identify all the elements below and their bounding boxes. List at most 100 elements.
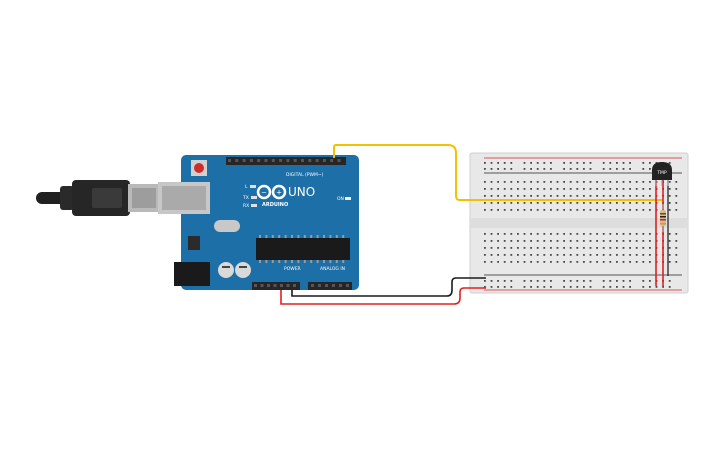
breadboard-hole	[517, 188, 519, 190]
breadboard-hole	[609, 209, 612, 211]
breadboard-hole	[503, 254, 506, 256]
breadboard-hole	[536, 188, 539, 190]
breadboard-hole	[556, 181, 559, 183]
breadboard-hole	[543, 261, 546, 263]
breadboard-hole	[576, 233, 579, 235]
chip-leg	[303, 260, 306, 263]
breadboard-hole	[523, 188, 526, 190]
breadboard-hole	[616, 188, 618, 190]
header-pin	[271, 159, 275, 162]
breadboard-hole	[536, 168, 539, 170]
breadboard-hole	[523, 202, 526, 204]
breadboard-hole	[576, 195, 579, 197]
breadboard-hole	[550, 280, 552, 282]
breadboard-hole	[609, 195, 612, 197]
breadboard-hole	[563, 240, 565, 242]
breadboard-hole	[543, 233, 546, 235]
temperature-sensor[interactable]: TMP	[652, 162, 672, 186]
arduino-board[interactable]: − + UNO ARDUINO DIGITAL (PWM~) L TX RX O…	[158, 155, 359, 290]
breadboard-hole	[642, 233, 645, 235]
breadboard-hole	[649, 168, 651, 170]
breadboard-hole	[675, 202, 678, 204]
breadboard-hole	[602, 168, 605, 170]
breadboard-hole	[530, 162, 532, 164]
breadboard-hole	[609, 162, 612, 164]
breadboard-hole	[497, 240, 499, 242]
breadboard-hole	[523, 195, 526, 197]
breadboard-hole	[675, 209, 678, 211]
breadboard-hole	[556, 261, 559, 263]
breadboard-hole	[616, 261, 618, 263]
breadboard-hole	[484, 195, 486, 197]
breadboard-hole	[569, 286, 572, 288]
breadboard-hole	[550, 254, 552, 256]
chip-leg	[291, 235, 293, 238]
breadboard-hole	[484, 181, 486, 183]
breadboard-hole	[649, 233, 651, 235]
chip-leg	[297, 235, 300, 238]
breadboard-hole	[517, 181, 519, 183]
breadboard-hole	[602, 233, 605, 235]
breadboard-hole	[622, 240, 625, 242]
breadboard-hole	[629, 280, 631, 282]
breadboard-hole	[490, 254, 493, 256]
chip-leg	[271, 235, 274, 238]
breadboard-hole	[616, 195, 618, 197]
breadboard-hole	[510, 261, 513, 263]
breadboard-hole	[609, 247, 612, 249]
breadboard-hole	[530, 209, 532, 211]
breadboard-hole	[609, 261, 612, 263]
breadboard-hole	[616, 168, 618, 170]
breadboard-hole	[596, 195, 598, 197]
breadboard-hole	[649, 286, 651, 288]
signal-wire[interactable]	[333, 144, 663, 201]
breadboard-hole	[510, 280, 513, 282]
breadboard-hole	[543, 209, 546, 211]
led-tx	[251, 196, 257, 199]
breadboard-hole	[622, 254, 625, 256]
breadboard-hole	[497, 247, 499, 249]
breadboard-hole	[536, 247, 539, 249]
breadboard-hole	[622, 202, 625, 204]
ground-wire[interactable]	[291, 277, 486, 297]
usb-cable[interactable]	[36, 180, 160, 216]
breadboard-hole	[484, 261, 486, 263]
breadboard-hole	[642, 209, 645, 211]
breadboard-hole	[668, 254, 671, 256]
breadboard-hole	[649, 280, 651, 282]
breadboard-hole	[543, 202, 546, 204]
breadboard-hole	[563, 202, 565, 204]
atmega-chip	[256, 238, 350, 260]
header-pin	[293, 284, 296, 287]
chip-leg	[259, 260, 261, 263]
breadboard-hole	[576, 168, 579, 170]
header-pin	[280, 284, 283, 287]
breadboard-hole	[550, 247, 552, 249]
breadboard-hole	[543, 162, 546, 164]
breadboard-hole	[569, 233, 572, 235]
breadboard-hole	[536, 195, 539, 197]
breadboard-hole	[523, 261, 526, 263]
header-pin	[249, 159, 253, 162]
breadboard-hole	[642, 261, 645, 263]
breadboard-hole	[569, 247, 572, 249]
breadboard-hole	[576, 240, 579, 242]
breadboard[interactable]	[469, 152, 689, 294]
breadboard-hole	[642, 181, 645, 183]
breadboard-hole	[569, 162, 572, 164]
breadboard-hole	[675, 188, 678, 190]
header-pin	[286, 284, 290, 287]
breadboard-hole	[602, 286, 605, 288]
breadboard-hole	[583, 286, 585, 288]
breadboard-hole	[629, 195, 631, 197]
resistor[interactable]	[660, 204, 666, 232]
power-wire[interactable]	[280, 287, 486, 305]
header-pin	[273, 284, 277, 287]
header-pin	[264, 159, 268, 162]
breadboard-hole	[543, 168, 546, 170]
breadboard-hole	[536, 280, 539, 282]
breadboard-hole	[490, 188, 493, 190]
breadboard-hole	[503, 195, 506, 197]
breadboard-hole	[583, 202, 585, 204]
